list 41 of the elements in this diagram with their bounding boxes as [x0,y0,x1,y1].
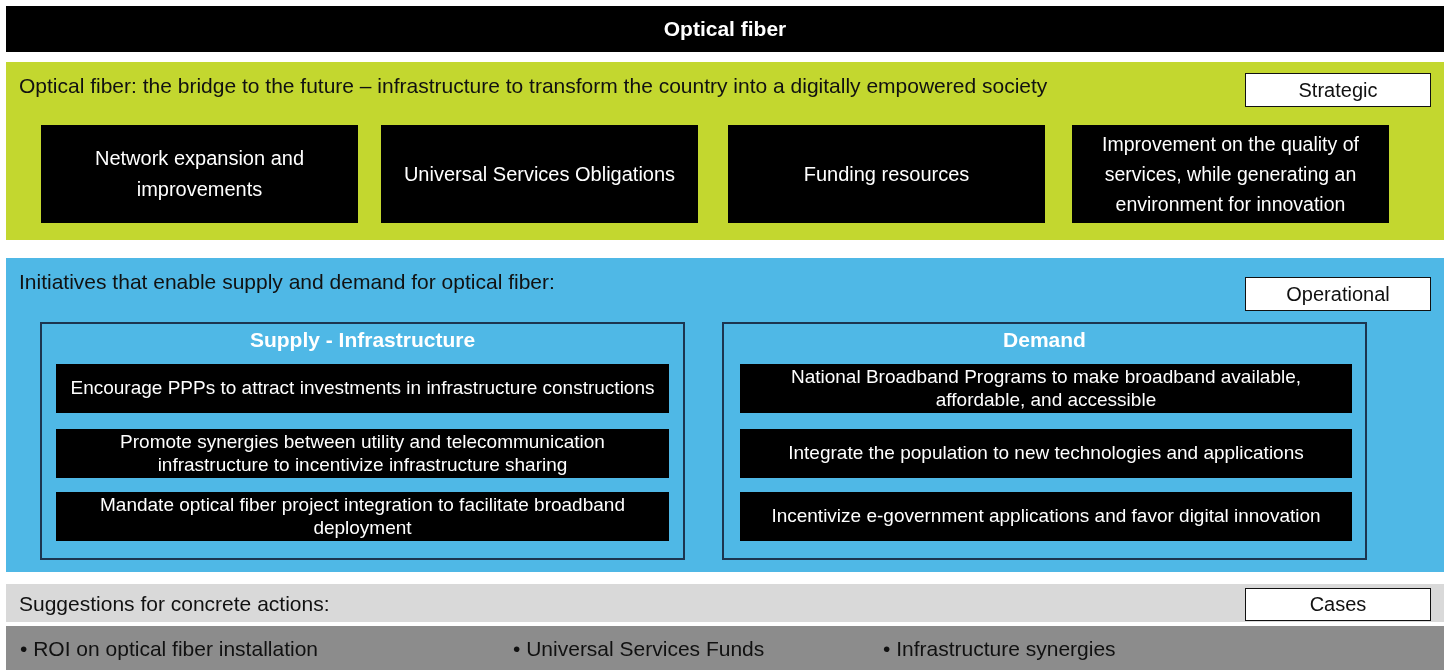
level-label: Cases [1309,593,1367,616]
initiative-text: Integrate the population to new technologies and applications [787,442,1305,465]
title-bar: Optical fiber [6,6,1444,52]
action-item: • Infrastructure synergies [883,637,1116,661]
band-heading: Suggestions for concrete actions: [19,592,330,616]
level-tag [1245,277,1431,311]
initiative-box [740,364,1352,413]
initiative-box [740,492,1352,541]
goal-text: Improvement on the quality of services, while generating an environment for innovation [1101,131,1360,218]
initiative-text: Promote synergies between utility and telecommunication infrastructure to incentivize infrastructure sharing [119,430,606,477]
cases-band [6,584,1444,622]
goal-box [1072,125,1389,223]
initiative-panel [40,322,685,560]
action-item: • Universal Services Funds [513,637,765,661]
initiative-text: National Broadband Programs to make broadband available, affordable, and accessible [789,365,1303,412]
initiative-text: Incentivize e-government applications and favor digital innovation [770,505,1322,528]
initiative-panel [722,322,1367,560]
goal-box [728,125,1045,223]
goal-box [381,125,698,223]
initiative-text: Encourage PPPs to attract investments in infrastructure constructions [69,377,656,400]
goal-text: Funding resources [802,161,971,187]
band-heading: Initiatives that enable supply and demand for optical fiber: [19,270,555,294]
goal-text: Network expansion and improvements [94,146,305,202]
level-label: Operational [1286,282,1390,306]
panel-heading: Demand [1002,328,1087,352]
level-tag [1245,73,1431,107]
level-tag [1245,588,1431,621]
goal-box [41,125,358,223]
level-label: Strategic [1298,78,1378,102]
initiative-box [56,429,669,478]
strategic-band [6,62,1444,240]
actions-band [6,626,1444,670]
band-heading: Optical fiber: the bridge to the future – infrastructure to transform the country into a digitally empowered society [19,74,1048,98]
initiative-box [56,492,669,541]
goal-text: Universal Services Obligations [402,161,677,187]
initiative-box [740,429,1352,478]
initiative-text: Mandate optical fiber project integration to facilitate broadband deployment [99,493,626,540]
operational-band [6,258,1444,572]
panel-heading: Supply - Infrastructure [248,328,477,352]
action-item: • ROI on optical fiber installation [20,637,318,661]
initiative-box [56,364,669,413]
